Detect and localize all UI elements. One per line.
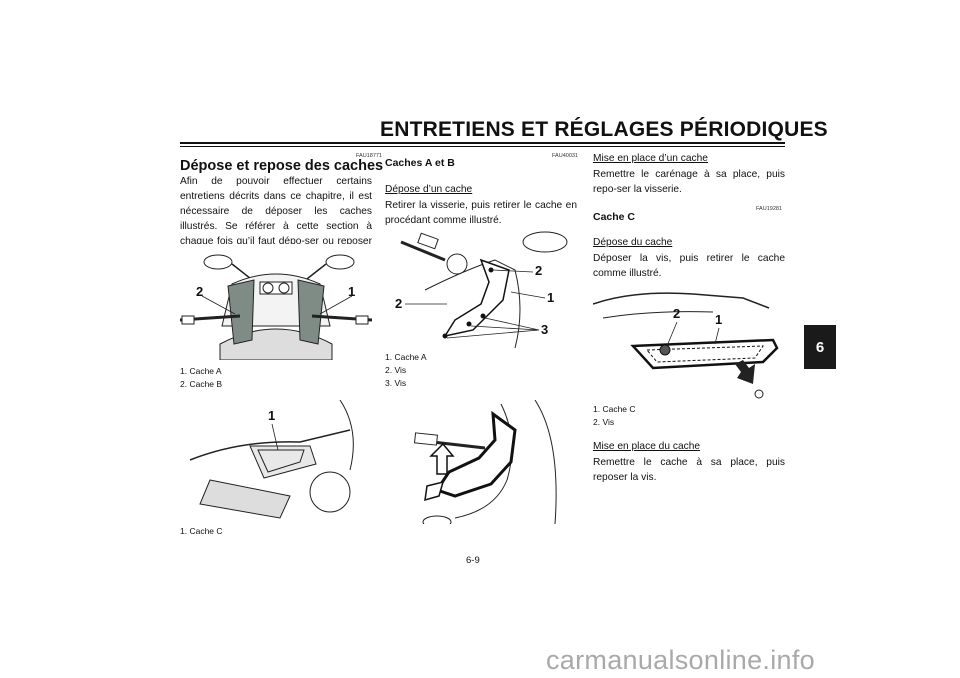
callout-1: 1 (547, 290, 554, 305)
figure-caption: 2. Vis (593, 417, 615, 427)
section-title: Dépose et repose des caches (180, 158, 384, 174)
figure-caption: 3. Vis (385, 378, 407, 388)
procedure-text: Remettre le carénage à sa place, puis re… (593, 169, 785, 195)
callout-1: 1 (268, 408, 275, 423)
page-header-title: ENTRETIENS ET RÉGLAGES PÉRIODIQUES (380, 118, 828, 141)
header-rule-thin (180, 146, 785, 147)
figure-caption: 1. Cache C (593, 404, 636, 414)
procedure-heading: Mise en place d’un cache (593, 153, 708, 164)
callout-3: 3 (541, 322, 548, 337)
callout-2: 2 (535, 263, 542, 278)
reference-code: FAU19281 (756, 206, 782, 212)
subsection-title: Caches A et B (385, 157, 455, 169)
procedure-heading: Dépose du cache (593, 237, 673, 248)
callout-1: 1 (348, 284, 355, 299)
header-rule (180, 142, 785, 144)
callout-2: 2 (196, 284, 203, 299)
page-number: 6-9 (466, 555, 480, 566)
procedure-heading: Dépose d’un cache (385, 184, 473, 195)
reference-code: FAU18771 (356, 153, 382, 159)
callout-1: 1 (715, 312, 722, 327)
figure-caption: 1. Cache C (180, 526, 223, 536)
illustration-cache-c: 1 (180, 400, 372, 524)
figure-caption: 2. Cache B (180, 379, 223, 389)
illustration-cache-c-removal: 2 1 (593, 288, 785, 400)
reference-code: FAU40031 (552, 153, 578, 159)
watermark-text: carmanualsonline.info (546, 645, 815, 675)
subsection-title: Cache C (593, 211, 636, 223)
procedure-heading: Mise en place du cache (593, 441, 701, 452)
chapter-tab: 6 (804, 325, 836, 369)
figure-caption: 1. Cache A (180, 366, 222, 376)
procedure-text: Remettre le cache à sa place, puis repos… (593, 457, 785, 483)
figure-caption: 1. Cache A (385, 352, 427, 362)
illustration-cache-a-removal: 2 1 2 3 (385, 230, 577, 348)
illustration-caches-a-b: 2 1 (180, 244, 372, 360)
procedure-text: Déposer la vis, puis retirer le cache co… (593, 253, 785, 279)
callout-2: 2 (395, 296, 402, 311)
illustration-cache-a-install (385, 400, 577, 524)
callout-2: 2 (673, 306, 680, 321)
procedure-text: Retirer la visserie, puis retirer le cac… (385, 200, 577, 226)
figure-caption: 2. Vis (385, 365, 407, 375)
